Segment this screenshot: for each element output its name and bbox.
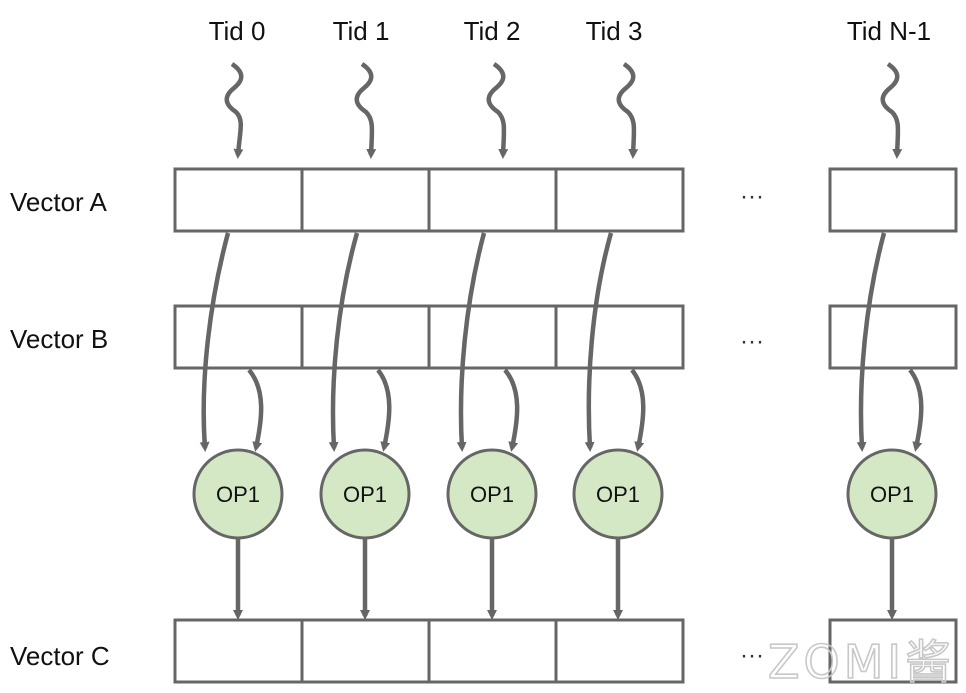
- vector-a-ellipsis: ···: [740, 183, 764, 210]
- thread-squiggle-arrow-3: [616, 62, 639, 159]
- vector-c-cell-1: [300, 618, 431, 684]
- vector-a-cell-3: [554, 167, 685, 233]
- b-to-op-arrow-2: [503, 368, 520, 452]
- a-to-op-arrow-2: [456, 232, 487, 452]
- vector-c-cell-last: [828, 618, 958, 684]
- op-label-last: OP1: [870, 482, 914, 507]
- op-label-2: OP1: [470, 482, 514, 507]
- thread-column-1: Tid 1 OP1: [319, 16, 411, 620]
- vector-b-ellipsis: ···: [740, 328, 764, 355]
- vector-b-label: Vector B: [10, 324, 108, 354]
- thread-label-3: Tid 3: [586, 16, 643, 46]
- thread-squiggle-arrow-last: [880, 62, 903, 159]
- op-label-1: OP1: [343, 482, 387, 507]
- op-label-3: OP1: [596, 482, 640, 507]
- a-to-op-arrow-1: [328, 232, 360, 452]
- op-label-0: OP1: [216, 482, 260, 507]
- b-to-op-arrow-last: [908, 368, 924, 452]
- thread-label-last: Tid N-1: [847, 16, 931, 46]
- vector-b-cell-1: [300, 304, 431, 370]
- vector-c-label: Vector C: [10, 641, 110, 671]
- vector-a: [173, 167, 958, 233]
- watermark: ZOMI酱: [768, 635, 955, 689]
- thread-squiggle-arrow-0: [224, 62, 244, 159]
- vector-b-cell-last: [828, 304, 958, 370]
- vector-b-cell-2: [427, 304, 558, 370]
- a-to-op-arrow-3: [584, 232, 614, 452]
- vector-a-label: Vector A: [10, 187, 107, 217]
- vector-a-cell-0: [173, 167, 304, 233]
- vector-c-ellipsis: ···: [740, 642, 764, 669]
- thread-column-0: Tid 0 OP1: [192, 16, 284, 620]
- b-to-op-arrow-0: [247, 368, 264, 452]
- thread-squiggle-arrow-1: [354, 62, 377, 159]
- vector-b-cell-0: [173, 304, 304, 370]
- vector-a-cell-2: [427, 167, 558, 233]
- thread-label-0: Tid 0: [209, 16, 266, 46]
- thread-squiggle-arrow-2: [486, 62, 509, 159]
- a-to-op-arrow-0: [199, 232, 231, 452]
- a-to-op-arrow-last: [856, 232, 887, 452]
- thread-column-2: Tid 2 OP1: [446, 16, 538, 620]
- vector-b: [173, 304, 958, 370]
- vector-c-cell-2: [427, 618, 558, 684]
- b-to-op-arrow-3: [630, 368, 646, 452]
- vector-a-cell-last: [828, 167, 958, 233]
- thread-column-3: Tid 3 OP1: [572, 16, 664, 620]
- vector-c: [173, 618, 958, 684]
- thread-label-1: Tid 1: [333, 16, 390, 46]
- b-to-op-arrow-1: [376, 368, 392, 452]
- vector-a-cell-1: [300, 167, 431, 233]
- vector-b-cell-3: [554, 304, 685, 370]
- thread-label-2: Tid 2: [464, 16, 521, 46]
- vector-c-cell-0: [173, 618, 304, 684]
- vector-c-cell-3: [554, 618, 685, 684]
- thread-column-last: Tid N-1 OP1: [846, 16, 938, 620]
